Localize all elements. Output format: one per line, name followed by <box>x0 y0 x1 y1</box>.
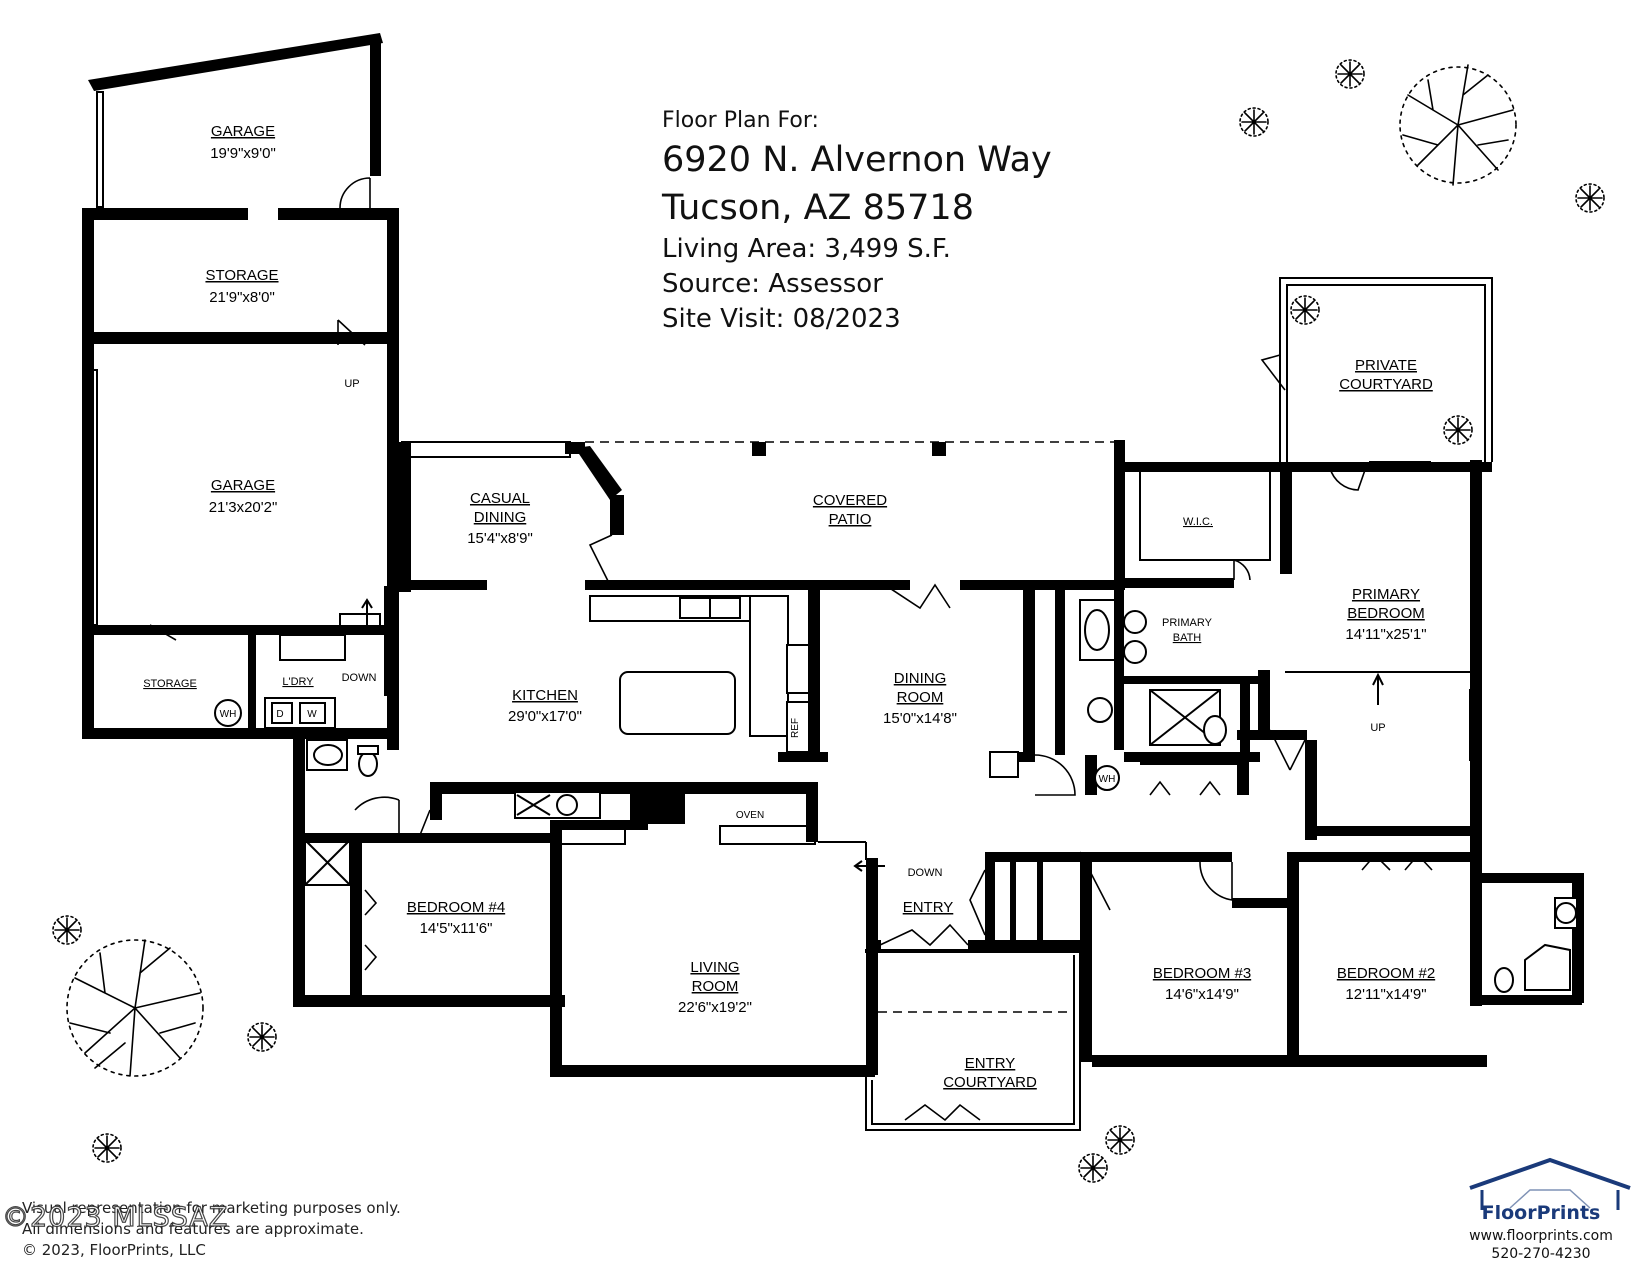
main-garage-walls <box>82 344 399 641</box>
storage-top-name: STORAGE <box>205 267 278 284</box>
dining-room-walls <box>820 580 1120 796</box>
bedroom4-name: BEDROOM #4 <box>407 899 505 916</box>
living-room-name2: ROOM <box>692 978 739 995</box>
primary-bath-name1: PRIMARY <box>1162 617 1213 629</box>
covered-patio-name1: COVERED <box>813 492 887 509</box>
covered-patio-name2: PATIO <box>829 511 872 528</box>
entry-courtyard-name2: COURTYARD <box>943 1074 1037 1091</box>
address-line1: 6920 N. Alvernon Way <box>662 140 1052 180</box>
upper-garage-walls <box>82 33 396 220</box>
disclaimer: Visual representation for marketing purp… <box>22 1198 401 1261</box>
header-label: Floor Plan For: <box>662 108 819 133</box>
room-labels: GARAGE 19'9"x9'0" STORAGE 21'9"x8'0" UP … <box>143 123 1435 1091</box>
storage-top-dim: 21'9"x8'0" <box>209 289 275 306</box>
entry-courtyard-name1: ENTRY <box>965 1055 1016 1072</box>
floorprints-logo-icon <box>1469 1157 1631 1210</box>
primary-bedroom-name2: BEDROOM <box>1347 605 1425 622</box>
entry-name: ENTRY <box>903 899 954 916</box>
garage-up-label: UP <box>344 378 359 390</box>
laundry-down-label: DOWN <box>342 672 377 684</box>
source: Source: Assessor <box>662 269 883 299</box>
primary-suite-walls <box>1055 462 1292 796</box>
dining-room-name1: DINING <box>894 670 947 687</box>
kitchen-walls <box>399 441 828 762</box>
left-block-walls <box>293 580 565 1007</box>
primary-up-label: UP <box>1370 722 1385 734</box>
kitchen-dim: 29'0"x17'0" <box>508 708 582 725</box>
private-courtyard-name2: COURTYARD <box>1339 376 1433 393</box>
water-heater-2-label: WH <box>1099 774 1116 785</box>
private-courtyard-outline <box>1260 277 1493 491</box>
brand-url[interactable]: www.floorprints.com <box>1469 1228 1613 1244</box>
bedroom4-dim: 14'5"x11'6" <box>420 920 493 937</box>
wic-name: W.I.C. <box>1183 516 1213 528</box>
address-line2: Tucson, AZ 85718 <box>662 188 974 228</box>
bedroom3-dim: 14'6"x14'9" <box>1165 986 1239 1003</box>
garage-top-name: GARAGE <box>211 123 275 140</box>
primary-bedroom-name1: PRIMARY <box>1352 586 1420 603</box>
casual-dining-name1: CASUAL <box>470 490 530 507</box>
primary-bedroom-dim: 14'11"x25'1" <box>1345 626 1426 643</box>
oven-label: OVEN <box>736 810 764 821</box>
garage-top-dim: 19'9"x9'0" <box>210 145 276 162</box>
dryer-label: D <box>276 709 283 720</box>
water-heater-label: WH <box>220 709 237 720</box>
site-visit: Site Visit: 08/2023 <box>662 304 901 334</box>
dining-room-name2: ROOM <box>897 689 944 706</box>
covered-patio-outline <box>585 440 1125 590</box>
tree-large-sw <box>66 939 204 1077</box>
entry-courtyard-outline <box>865 923 1081 1131</box>
bedrooms-east-walls <box>969 836 1584 1067</box>
kitchen-name: KITCHEN <box>512 687 578 704</box>
storage-small-name: STORAGE <box>143 678 197 690</box>
brand-phone: 520-270-4230 <box>1491 1246 1591 1262</box>
bedroom2-name: BEDROOM #2 <box>1337 965 1435 982</box>
living-room-dim: 22'6"x19'2" <box>678 999 752 1016</box>
tree-large-ne <box>1399 64 1517 186</box>
casual-dining-dim: 15'4"x8'9" <box>467 530 533 547</box>
utility-walls <box>82 632 346 739</box>
washer-label: W <box>307 709 317 720</box>
primary-bath-name2: BATH <box>1173 632 1202 644</box>
shrubs <box>52 59 1605 1183</box>
refrigerator-label: REF <box>790 718 801 738</box>
brand-name: FloorPrints <box>1481 1202 1601 1224</box>
bedroom3-name: BEDROOM #3 <box>1153 965 1251 982</box>
garage-main-dim: 21'3x20'2" <box>209 499 278 516</box>
disclaimer-line3: © 2023, FloorPrints, LLC <box>22 1241 206 1259</box>
dining-room-dim: 15'0"x14'8" <box>883 710 957 727</box>
living-room-name1: LIVING <box>690 959 739 976</box>
storage-top-walls <box>82 208 399 738</box>
mls-watermark: ©2023 MLSSAZ <box>1 1201 229 1233</box>
garage-main-name: GARAGE <box>211 477 275 494</box>
bedroom2-dim: 12'11"x14'9" <box>1345 986 1426 1003</box>
living-entry-walls <box>430 782 885 1077</box>
laundry-name: L'DRY <box>282 676 314 688</box>
disclaimer-line1: Visual representation for marketing purp… <box>22 1199 401 1217</box>
plan-header: Floor Plan For: 6920 N. Alvernon Way Tuc… <box>662 106 1052 337</box>
brand-block: FloorPrints www.floorprints.com 520-270-… <box>1452 1148 1630 1262</box>
casual-dining-name2: DINING <box>474 509 527 526</box>
private-courtyard-name1: PRIVATE <box>1355 357 1417 374</box>
entry-down-label: DOWN <box>908 867 943 879</box>
disclaimer-line2: All dimensions and features are approxim… <box>22 1220 364 1238</box>
primary-bedroom-walls <box>1237 460 1492 840</box>
living-area: Living Area: 3,499 S.F. <box>662 234 951 264</box>
